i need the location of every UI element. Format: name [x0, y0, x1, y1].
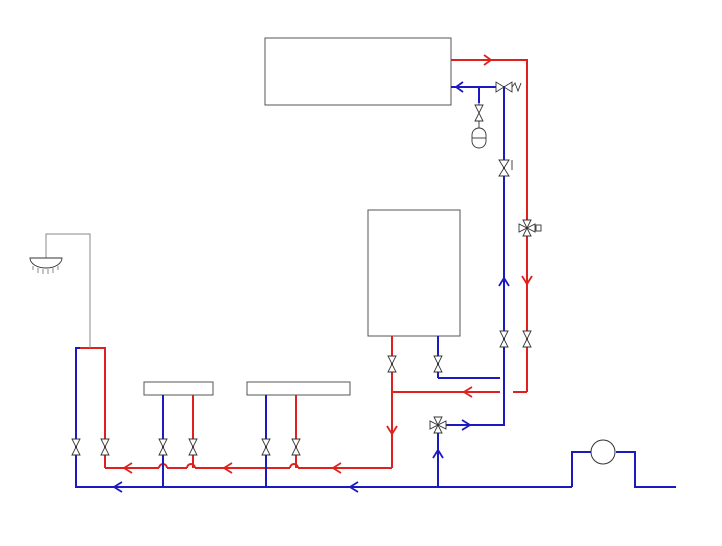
- shutoff-valve-icon: [261, 438, 271, 456]
- flow-arrow-icon: [521, 275, 533, 286]
- flow-arrow-icon: [483, 54, 493, 66]
- flow-arrow-icon: [462, 386, 473, 398]
- flow-arrow-icon: [331, 462, 342, 474]
- shutoff-valve-icon: [387, 355, 397, 373]
- shutoff-valve-icon: [158, 438, 168, 456]
- flow-arrow-icon: [386, 425, 398, 436]
- boiler-box: [367, 209, 461, 337]
- shutoff-valve-icon: [499, 330, 509, 348]
- cold-main-inlet: [571, 451, 676, 488]
- cold-main-line: [75, 347, 572, 488]
- flow-arrow-icon: [461, 419, 472, 431]
- flow-arrow-icon: [348, 481, 359, 493]
- shutoff-valve-icon: [71, 438, 81, 456]
- shutoff-valve-icon: [100, 438, 110, 456]
- shower-head-icon: [29, 257, 63, 274]
- circulation-pump-icon: [590, 439, 616, 465]
- flow-arrow-icon: [122, 462, 133, 474]
- shutoff-valve-icon: [522, 330, 532, 348]
- solar-collector-box: [264, 37, 452, 106]
- shutoff-valve-icon: [291, 438, 301, 456]
- flow-arrow-icon: [222, 462, 233, 474]
- radiator-2: [246, 381, 351, 396]
- shower-line: [45, 233, 91, 348]
- three-way-mixing-valve-icon: [429, 416, 447, 434]
- flow-arrow-icon: [432, 448, 444, 459]
- solar-cold-to-mixer: [440, 392, 505, 426]
- flow-arrow-icon: [498, 276, 510, 287]
- three-way-valve-icon: [518, 219, 542, 237]
- check-valve-icon: [498, 159, 513, 177]
- flow-arrow-icon: [112, 481, 123, 493]
- shutoff-valve-icon: [433, 355, 443, 373]
- shutoff-valve-icon: [474, 104, 484, 122]
- boiler-hot-out: [391, 336, 500, 393]
- safety-valve-icon: [495, 81, 522, 93]
- radiator-1: [143, 381, 214, 396]
- flow-arrow-icon: [454, 81, 464, 93]
- hot-riser-shower: [78, 347, 106, 468]
- shutoff-valve-icon: [188, 438, 198, 456]
- collector-hot-outlet: [451, 59, 528, 392]
- expansion-vessel-icon: [471, 127, 487, 149]
